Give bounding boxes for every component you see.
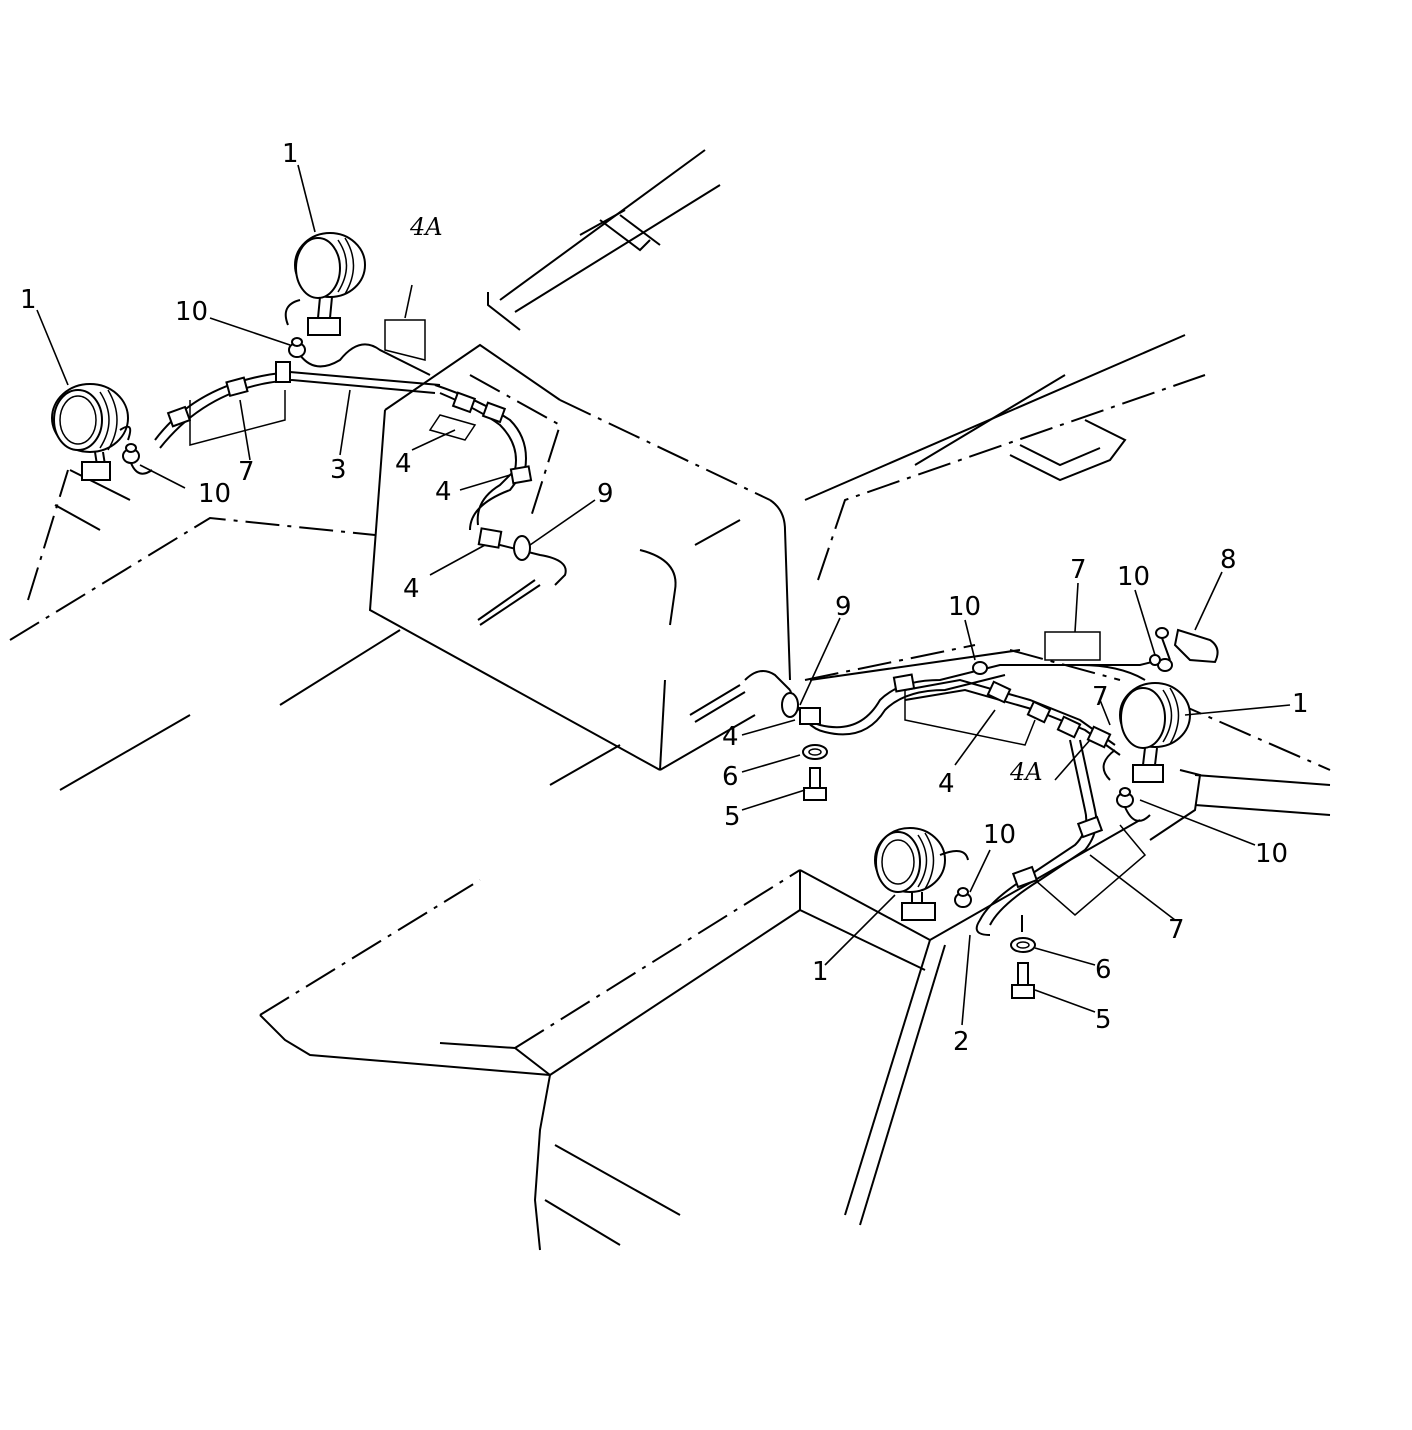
wiring-harness-left bbox=[154, 319, 567, 626]
callout-10: 10 bbox=[983, 820, 1016, 850]
callout-10: 10 bbox=[198, 479, 231, 509]
callout-4A: 4A bbox=[1009, 758, 1043, 786]
callout-4: 4 bbox=[435, 477, 452, 507]
lamp-far-left bbox=[51, 383, 132, 481]
callout-3: 3 bbox=[330, 455, 347, 485]
callout-5: 5 bbox=[1095, 1005, 1112, 1035]
callout-6: 6 bbox=[722, 762, 739, 792]
callout-9: 9 bbox=[597, 479, 614, 509]
callout-4: 4 bbox=[395, 449, 412, 479]
callout-7: 7 bbox=[1070, 555, 1087, 585]
callout-1: 1 bbox=[20, 285, 37, 315]
callout-7: 7 bbox=[1092, 682, 1109, 712]
callout-4: 4 bbox=[938, 769, 955, 799]
callout-6: 6 bbox=[1095, 955, 1112, 985]
callout-2: 2 bbox=[953, 1027, 970, 1057]
callout-labels: 1 1 1 1 2 3 4 4 4 4 4 4A 4A 5 5 6 6 7 7 … bbox=[20, 139, 1309, 1057]
callout-1: 1 bbox=[282, 139, 299, 169]
callout-1: 1 bbox=[812, 957, 829, 987]
callout-1: 1 bbox=[1292, 689, 1309, 719]
callout-4A: 4A bbox=[409, 213, 443, 241]
callout-4: 4 bbox=[722, 722, 739, 752]
callout-10: 10 bbox=[948, 592, 981, 622]
callout-10: 10 bbox=[1255, 839, 1288, 869]
leader-lines bbox=[36, 164, 1291, 1026]
callout-7: 7 bbox=[1168, 915, 1185, 945]
callout-10: 10 bbox=[1117, 562, 1150, 592]
callout-10: 10 bbox=[175, 297, 208, 327]
callout-5: 5 bbox=[724, 802, 741, 832]
callout-9: 9 bbox=[835, 592, 852, 622]
component-8 bbox=[1155, 627, 1219, 664]
callout-4: 4 bbox=[403, 574, 420, 604]
lamp-right bbox=[1102, 682, 1191, 783]
lamp-bottom bbox=[874, 827, 969, 921]
callout-7: 7 bbox=[238, 457, 255, 487]
bolt-washer-right bbox=[1010, 915, 1036, 999]
bolt-washer-center bbox=[802, 744, 828, 801]
lamp-top-left bbox=[284, 232, 366, 336]
callout-8: 8 bbox=[1220, 545, 1237, 575]
machine-body-outline bbox=[9, 149, 1331, 1251]
